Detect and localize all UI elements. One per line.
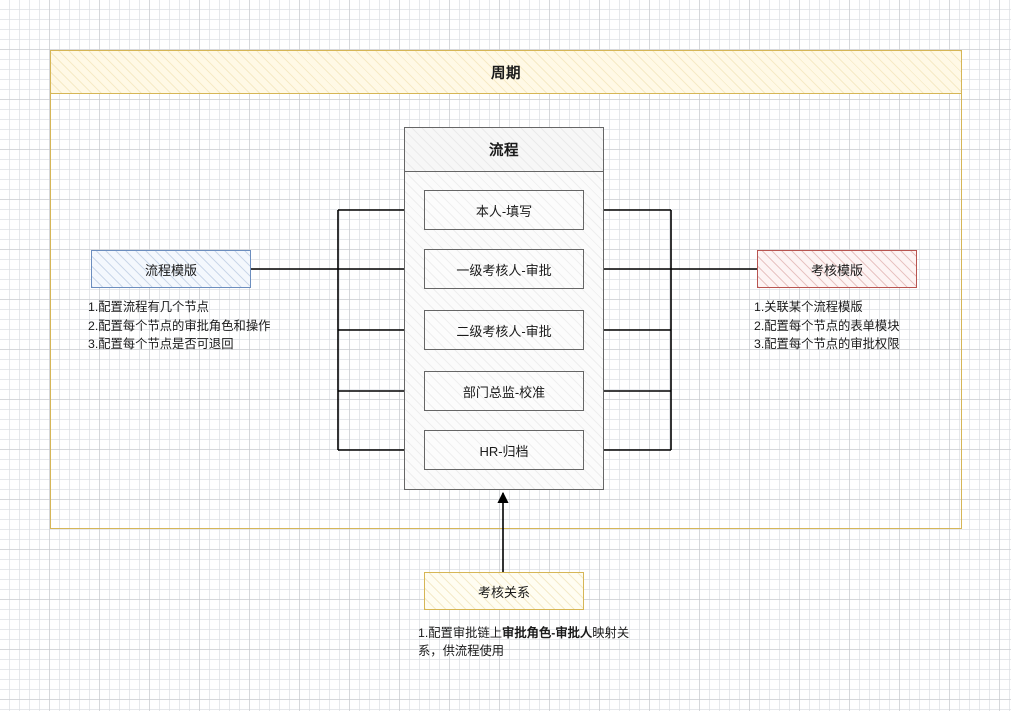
process-node-label: 本人-填写 bbox=[475, 203, 533, 219]
note-review-relation-prefix: 1.配置审批链上 bbox=[418, 626, 503, 640]
entity-review-relation[interactable]: 考核关系 bbox=[424, 572, 584, 610]
process-node-self-fill[interactable]: 本人-填写 bbox=[424, 190, 584, 230]
process-node-label: HR-归档 bbox=[479, 443, 529, 459]
process-node-label: 二级考核人-审批 bbox=[456, 323, 552, 339]
process-node-level1-approve[interactable]: 一级考核人-审批 bbox=[424, 249, 584, 289]
period-swimlane-header[interactable]: 周期 bbox=[50, 50, 962, 94]
process-node-hr-archive[interactable]: HR-归档 bbox=[424, 430, 584, 470]
entity-review-template[interactable]: 考核模版 bbox=[757, 250, 917, 288]
process-container bbox=[404, 127, 604, 490]
process-container-header[interactable]: 流程 bbox=[404, 127, 604, 172]
note-review-relation: 1.配置审批链上审批角色-审批人映射关系，供流程使用 bbox=[418, 624, 632, 661]
process-node-director-calibrate[interactable]: 部门总监-校准 bbox=[424, 371, 584, 411]
entity-flow-template-label: 流程模版 bbox=[144, 262, 197, 278]
note-review-relation-suffix: 映射关系，供流程使用 bbox=[418, 626, 630, 659]
process-container-title: 流程 bbox=[489, 143, 519, 159]
entity-flow-template[interactable]: 流程模版 bbox=[91, 250, 251, 288]
note-review-relation-emphasis: 审批角色-审批人 bbox=[502, 626, 593, 640]
note-flow-template: 1.配置流程有几个节点 2.配置每个节点的审批角色和操作 3.配置每个节点是否可… bbox=[88, 300, 271, 352]
note-review-template: 1.关联某个流程模版 2.配置每个节点的表单模块 3.配置每个节点的审批权限 bbox=[754, 300, 900, 352]
entity-review-template-label: 考核模版 bbox=[810, 262, 863, 278]
period-swimlane-title: 周期 bbox=[491, 65, 521, 82]
process-node-label: 部门总监-校准 bbox=[462, 384, 546, 400]
process-node-level2-approve[interactable]: 二级考核人-审批 bbox=[424, 310, 584, 350]
entity-review-relation-label: 考核关系 bbox=[477, 584, 530, 600]
process-node-label: 一级考核人-审批 bbox=[456, 262, 552, 278]
